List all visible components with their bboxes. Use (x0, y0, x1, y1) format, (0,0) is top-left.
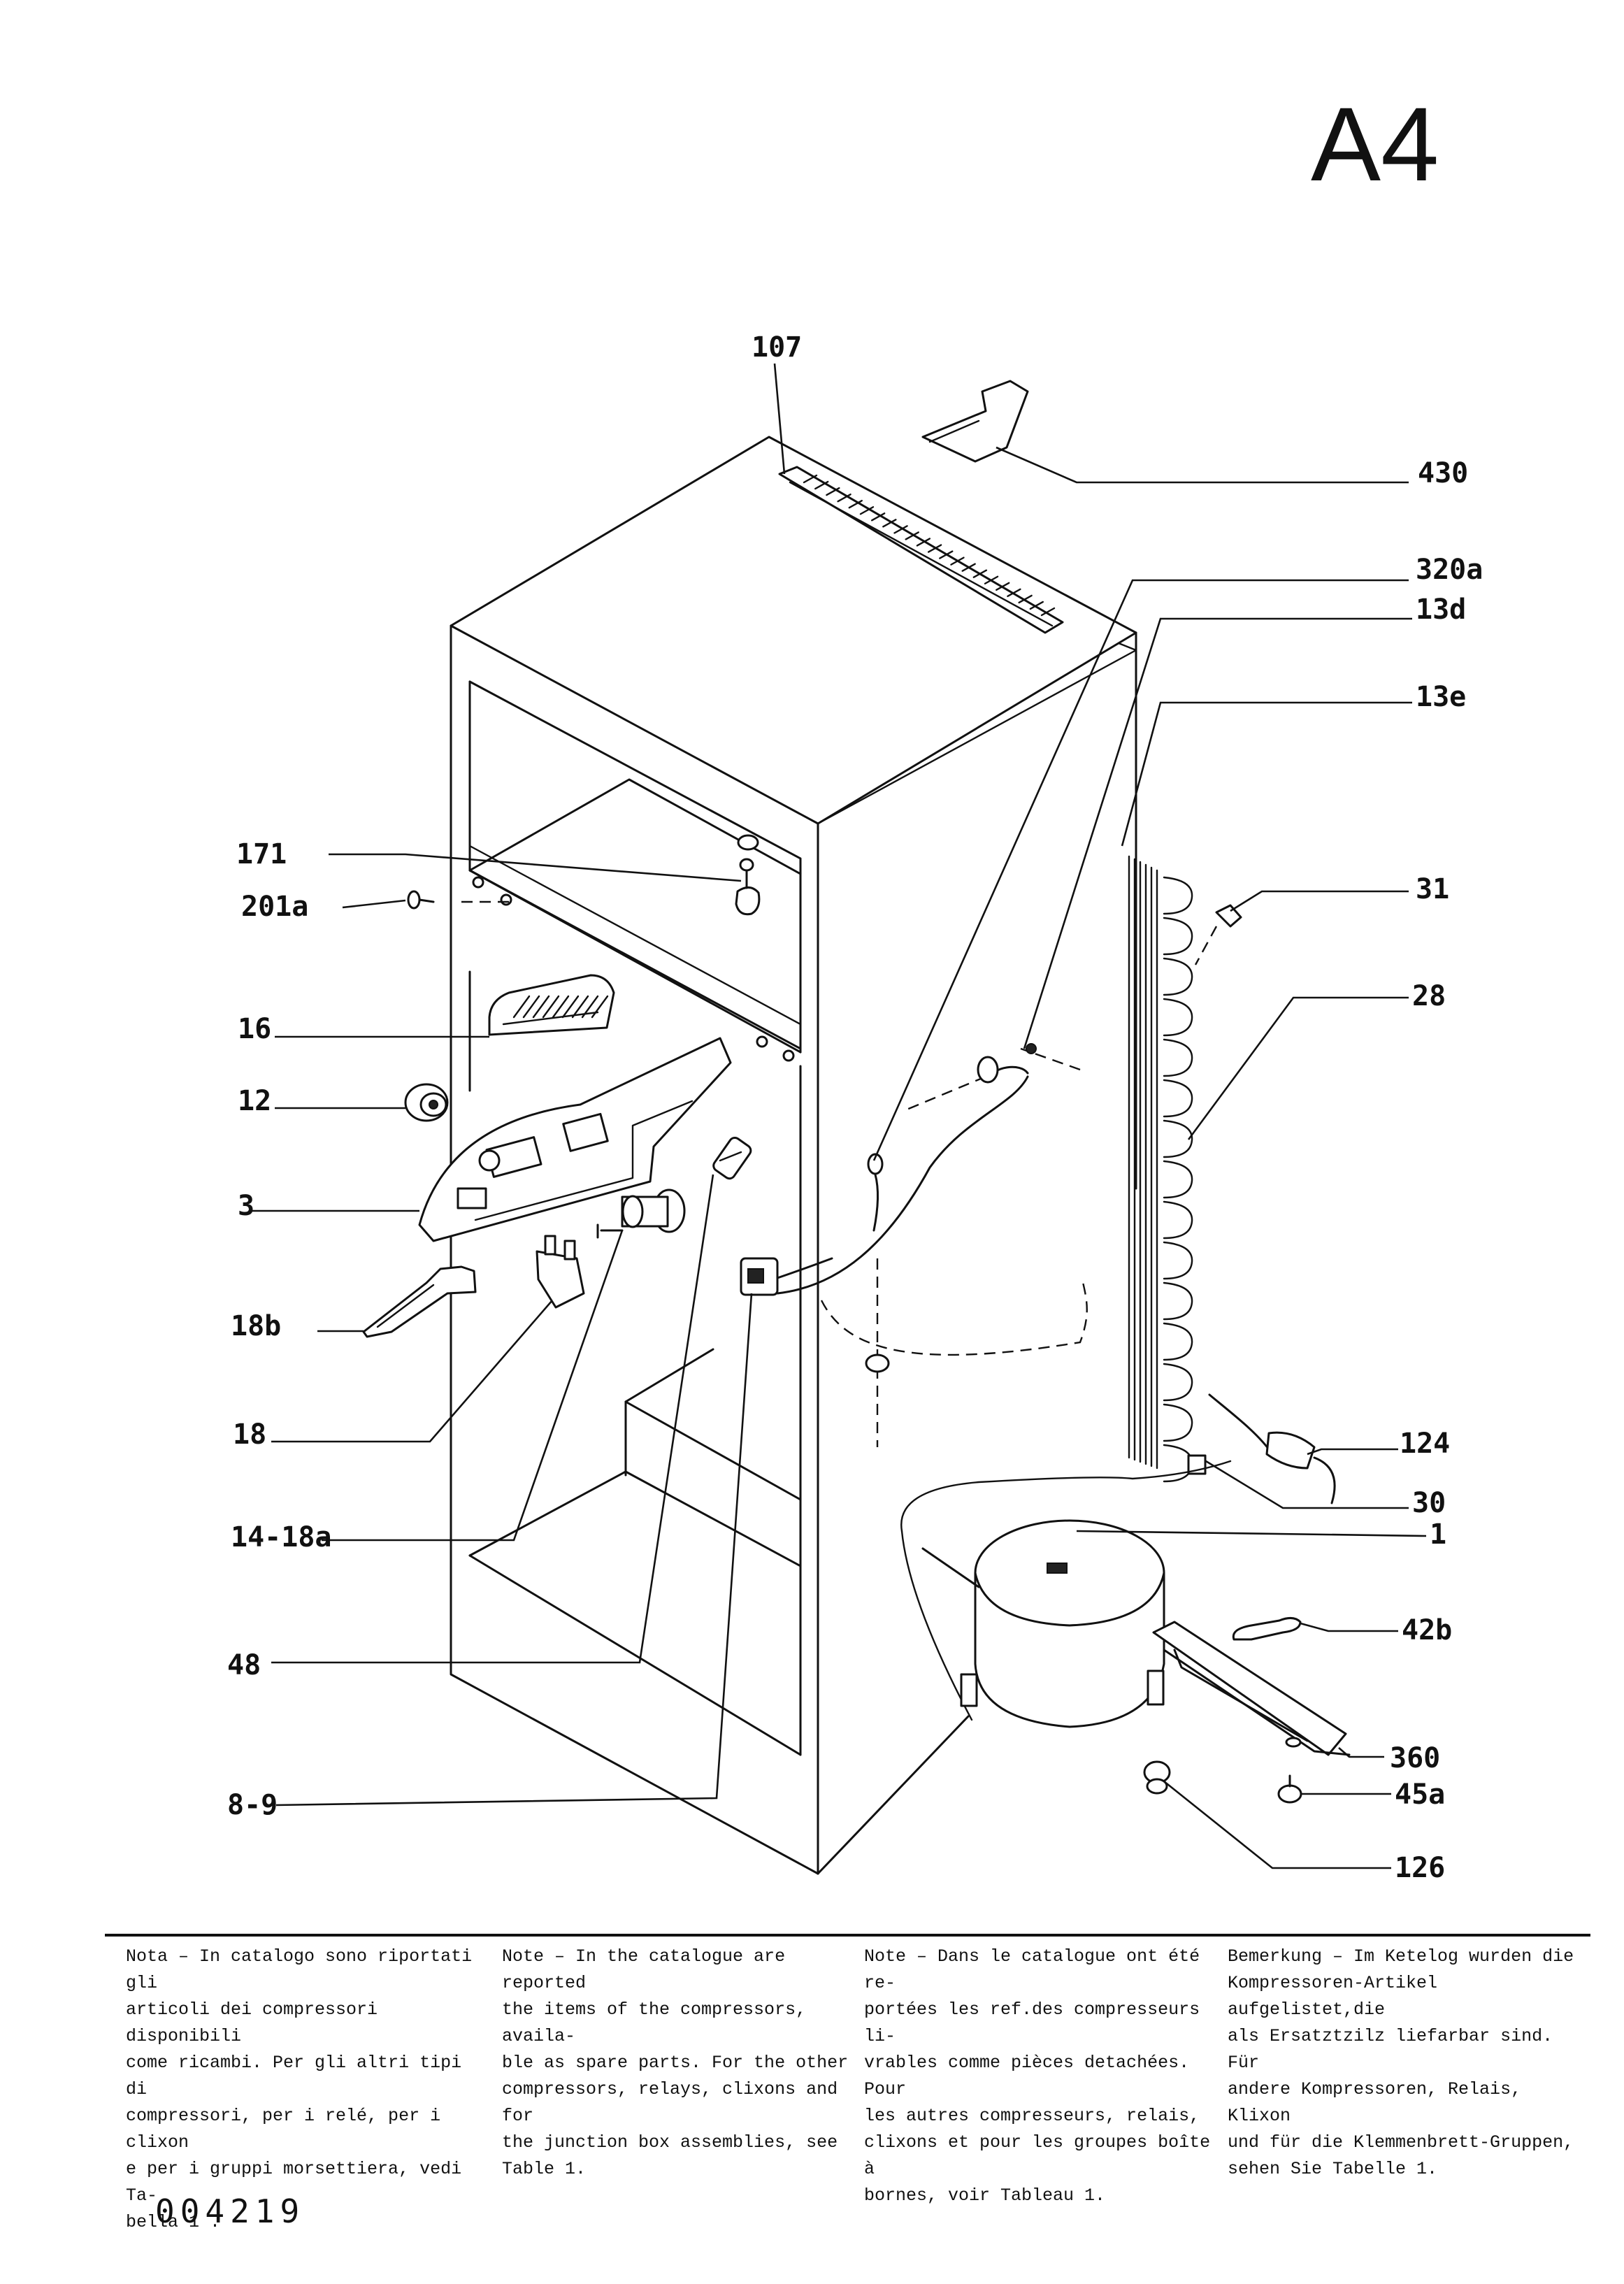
ref-1: 1 (1430, 1518, 1446, 1551)
ref-28: 28 (1412, 980, 1446, 1012)
note-italian: Nota – In catalogo sono riportati gli ar… (126, 1946, 473, 2232)
switch-lever (362, 1265, 477, 1338)
ref-14-18a: 14-18a (231, 1521, 332, 1553)
lamp-bulb (712, 1136, 752, 1180)
ref-430: 430 (1418, 457, 1468, 489)
compressor-base-plate (1152, 1621, 1351, 1756)
cabinet-body (450, 436, 1137, 1875)
ref-12: 12 (238, 1085, 271, 1117)
ref-30: 30 (1412, 1487, 1446, 1519)
ref-18b: 18b (231, 1310, 281, 1342)
note-french: Note – Dans le catalogue ont été re- por… (864, 1946, 1211, 2206)
screw (407, 890, 435, 910)
notes-divider (105, 1934, 1590, 1937)
note-english: Note – In the catalogue are reported the… (502, 1946, 849, 2179)
ice-scraper (921, 380, 1029, 463)
ref-16: 16 (238, 1013, 271, 1045)
note-german: Bemerkung – Im Ketelog wurden die Kompre… (1228, 1946, 1574, 2179)
rubber-foot (1143, 1760, 1171, 1795)
thermostat-knob (404, 1083, 449, 1122)
ref-48: 48 (227, 1649, 261, 1681)
bracket (1232, 1617, 1302, 1641)
ref-171: 171 (236, 838, 287, 870)
drain-tube (1208, 1393, 1336, 1504)
ref-320a: 320a (1416, 554, 1483, 586)
ref-45a: 45a (1395, 1779, 1445, 1811)
ref-126: 126 (1395, 1852, 1445, 1884)
top-vent-grille (778, 466, 1064, 634)
door-switch (536, 1235, 585, 1309)
lamp-holder (740, 1257, 833, 1296)
ref-3: 3 (238, 1190, 254, 1222)
rubber-grommet (1277, 1774, 1302, 1804)
ref-13d: 13d (1416, 594, 1466, 626)
ref-201a: 201a (241, 891, 308, 923)
capillary-tube (776, 1043, 1037, 1295)
ref-18: 18 (233, 1418, 266, 1451)
document-code: 004219 (155, 2192, 306, 2230)
ref-31: 31 (1416, 873, 1449, 905)
condenser-clip (1194, 904, 1242, 965)
ref-360: 360 (1390, 1742, 1440, 1774)
reference-labels: 107 430 320a 13d 13e 171 201a 31 28 16 1… (227, 331, 1483, 1884)
compressor (900, 1460, 1232, 1728)
ref-42b: 42b (1402, 1614, 1452, 1646)
lamp-cover (488, 974, 615, 1036)
sheet-id: A4 (1311, 85, 1439, 203)
ref-107: 107 (752, 331, 802, 364)
ref-8-9: 8-9 (227, 1789, 278, 1821)
shelf-support (735, 858, 761, 916)
ref-13e: 13e (1416, 681, 1466, 713)
control-housing (418, 1037, 732, 1242)
condenser-coil (1128, 855, 1193, 1483)
ref-124: 124 (1400, 1428, 1450, 1460)
thermostat (596, 1188, 686, 1239)
leader-lines (250, 363, 1427, 1869)
